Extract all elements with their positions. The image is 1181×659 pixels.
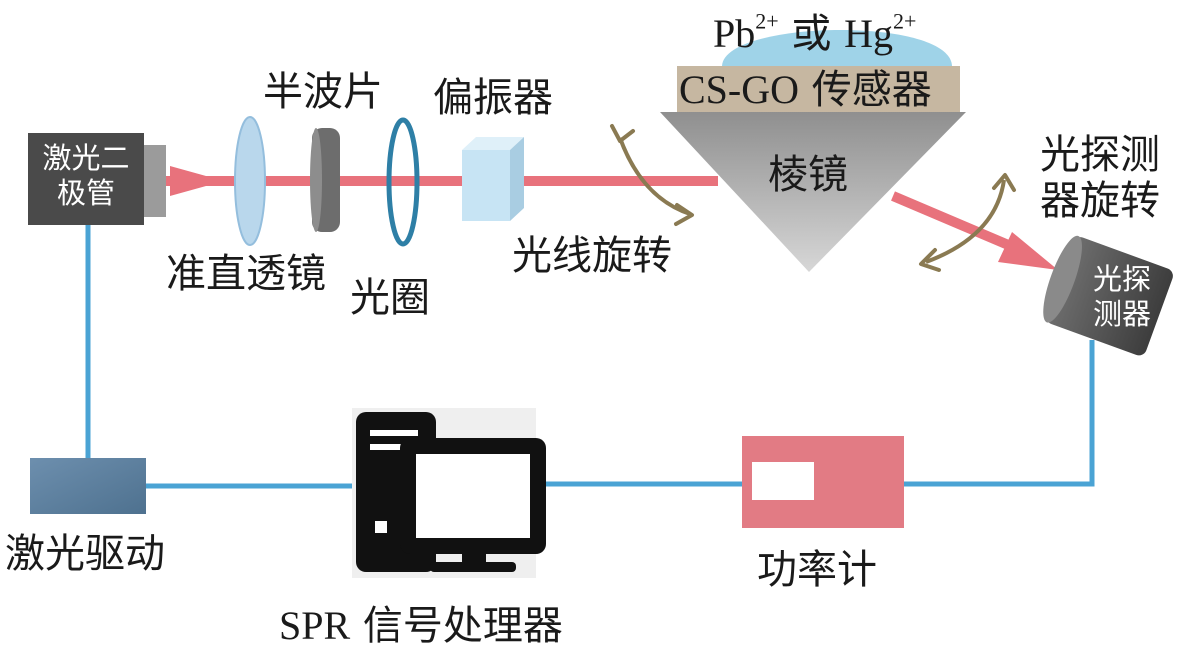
signal-processor-label: SPR 信号处理器 xyxy=(279,603,563,649)
detector-rotation-label-line-2: 器旋转 xyxy=(1040,178,1160,224)
sample-ions-label: Pb2+ 或 Hg2+ xyxy=(713,10,916,57)
laser-tip xyxy=(140,145,166,217)
signal-processor-label-latin: SPR xyxy=(279,603,351,648)
ion-pb-symbol: Pb xyxy=(713,11,756,56)
polarizer-cube xyxy=(462,137,524,221)
detector-rotation-label: 光探测 器旋转 xyxy=(1040,132,1160,224)
detector-label: 光探 测器 xyxy=(1082,262,1162,332)
laser-diode-label-line-1: 激光二 xyxy=(42,141,130,175)
wire-power-meter-to-detector xyxy=(904,340,1095,487)
signal-wires xyxy=(85,222,1095,489)
photo-detector xyxy=(1043,235,1173,356)
sensor-label-cn: 传感器 xyxy=(799,67,932,113)
reflected-beam-arrow-icon xyxy=(998,232,1058,270)
laser-diode-label: 激光二 极管 xyxy=(31,141,141,211)
collimating-lens-label: 准直透镜 xyxy=(166,251,326,297)
sensor-label-latin: CS-GO xyxy=(679,67,800,112)
detector-label-line-1: 光探 xyxy=(1092,262,1151,296)
signal-processor-label-cn: 信号处理器 xyxy=(350,603,563,649)
polarizer-label: 偏振器 xyxy=(433,75,553,121)
beam-rotation-label: 光线旋转 xyxy=(512,233,672,279)
aperture-label: 光圈 xyxy=(350,275,430,321)
laser-body xyxy=(28,133,144,225)
detector-label-line-2: 测器 xyxy=(1092,296,1151,331)
detector-rotation-arrow-icon xyxy=(919,173,1016,272)
power-meter-label: 功率计 xyxy=(757,547,877,593)
beam-rotation-arrow-icon xyxy=(610,124,694,226)
aperture-ring xyxy=(386,117,420,247)
collimating-lens-shape xyxy=(234,116,266,246)
sample-droplet xyxy=(722,29,952,66)
ion-hg-charge: 2+ xyxy=(893,8,917,34)
detector-rotation-label-line-1: 光探测 xyxy=(1040,132,1160,178)
half-wave-plate-label: 半波片 xyxy=(263,69,383,115)
laser-beam xyxy=(166,166,1058,270)
ion-pb-charge: 2+ xyxy=(755,8,779,34)
beam-segment-main xyxy=(166,176,718,186)
prism-label: 棱镜 xyxy=(768,152,848,198)
laser-driver-box xyxy=(30,458,146,514)
sensor-label: CS-GO 传感器 xyxy=(679,67,932,113)
sensor-film xyxy=(677,66,960,112)
power-meter-box xyxy=(742,436,904,528)
ion-hg-symbol: Hg xyxy=(844,11,893,56)
laser-diode-label-line-2: 极管 xyxy=(56,175,115,210)
half-wave-plate-shape xyxy=(310,128,340,232)
beam-arrow-icon xyxy=(170,166,224,196)
beam-segment-reflected xyxy=(891,191,1022,255)
ion-connector: 或 xyxy=(778,11,845,57)
laser-diode xyxy=(28,133,166,225)
computer-icon xyxy=(352,408,546,578)
laser-driver-label: 激光驱动 xyxy=(5,531,165,577)
prism-shape xyxy=(660,112,966,272)
